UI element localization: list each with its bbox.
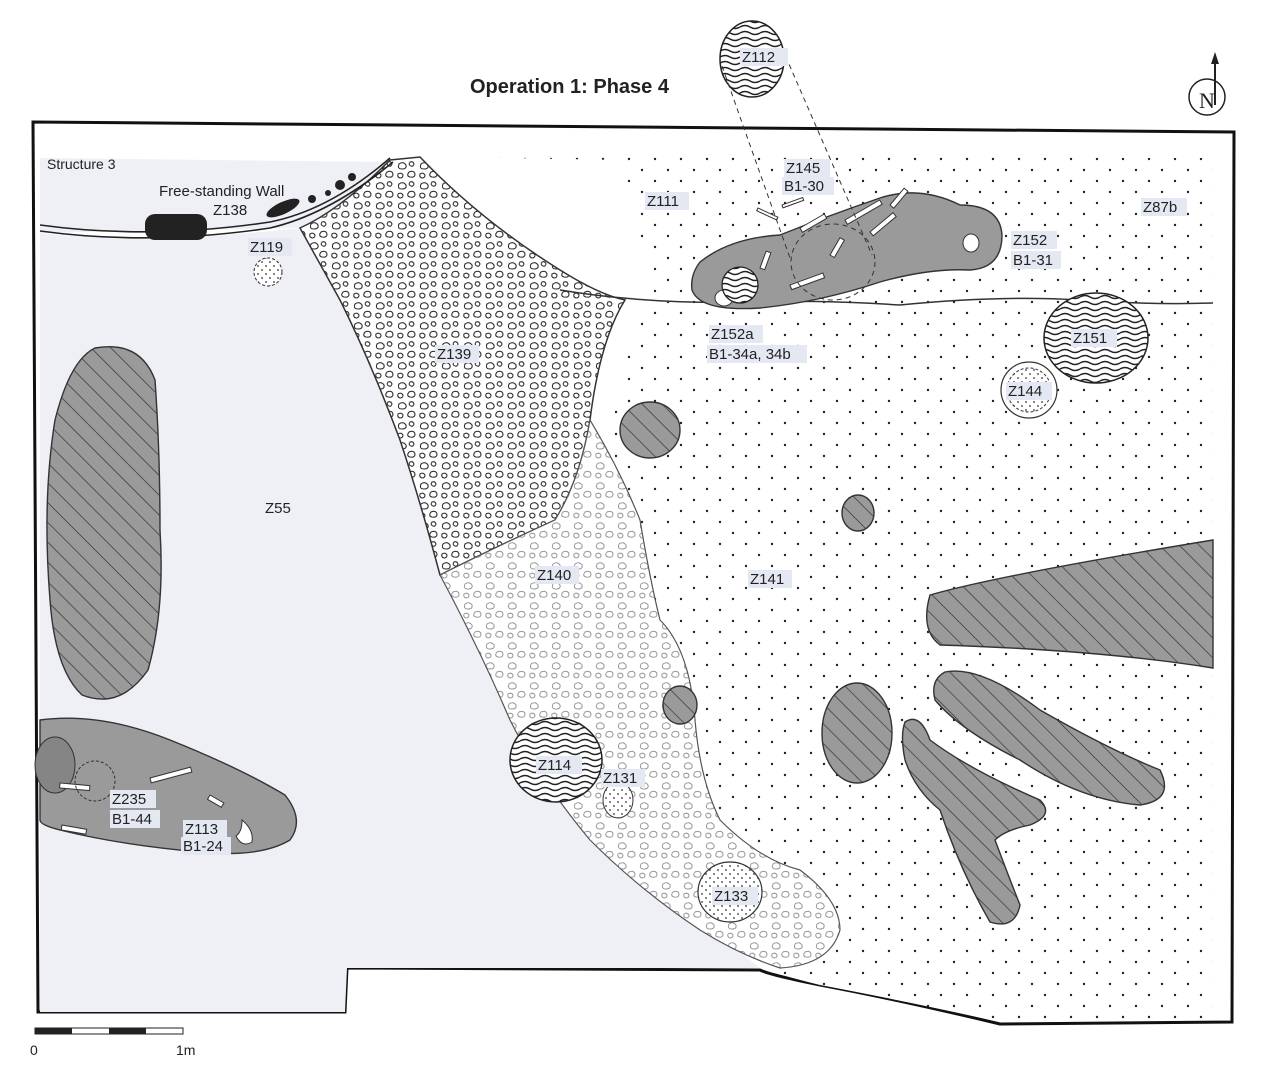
z114-label: Z114 (538, 757, 571, 774)
z235-label: Z235 (112, 791, 146, 808)
z112-projection (721, 47, 876, 301)
z133-label: Z133 (714, 888, 748, 905)
z152-label: Z152 (1013, 232, 1047, 249)
z131-pit (602, 781, 634, 819)
hatched-band-lower (901, 718, 1047, 925)
hatched-pit-3 (662, 685, 698, 725)
z151-label: Z151 (1073, 330, 1107, 347)
north-arrow-icon: N (1188, 52, 1226, 116)
b1-31-label: B1-31 (1013, 252, 1053, 269)
b1-34-label: B1-34a, 34b (709, 346, 791, 363)
z141-label: Z141 (750, 571, 784, 588)
z111-label: Z111 (647, 193, 679, 210)
wall-line (39, 157, 391, 233)
z152a-pit (721, 266, 759, 304)
wall-label: Free-standing Wall (159, 183, 284, 200)
z145-label: Z145 (786, 160, 820, 177)
z138-label: Z138 (213, 202, 247, 219)
hatched-band-diagonal (933, 670, 1166, 806)
hatched-band-east (926, 539, 1214, 669)
z119-label: Z119 (250, 239, 283, 256)
bone-fragments (59, 187, 980, 845)
z140-label: Z140 (537, 567, 571, 584)
plan-title: Operation 1: Phase 4 (470, 76, 670, 98)
z55-label: Z55 (265, 500, 291, 517)
wall-block (145, 214, 207, 240)
z152a-label: Z152a (711, 326, 754, 343)
scale-end-label: 1m (176, 1042, 195, 1058)
z113-label: Z113 (185, 821, 218, 838)
z131-label: Z131 (603, 770, 637, 787)
hatched-pit-4 (821, 682, 893, 784)
hatched-feature-west (46, 346, 162, 700)
z235-pit (74, 760, 116, 802)
z119-pit (253, 257, 283, 287)
z113-feature (39, 717, 298, 855)
structure-label: Structure 3 (47, 156, 116, 172)
hatched-pit-2 (841, 494, 875, 532)
z112-label: Z112 (742, 49, 775, 66)
z139-label: Z139 (437, 346, 471, 363)
b1-44-label: B1-44 (112, 811, 152, 828)
b1-30-label: B1-30 (784, 178, 824, 195)
hatched-pit-1 (619, 401, 681, 459)
b1-24-label: B1-24 (183, 838, 223, 855)
north-label: N (1199, 88, 1215, 113)
z144-label: Z144 (1008, 383, 1042, 400)
scale-bar: 0 1m (30, 1027, 195, 1058)
z140-light-stone-layer (439, 418, 841, 969)
z87b-label: Z87b (1143, 199, 1177, 216)
scale-start-label: 0 (30, 1042, 38, 1058)
